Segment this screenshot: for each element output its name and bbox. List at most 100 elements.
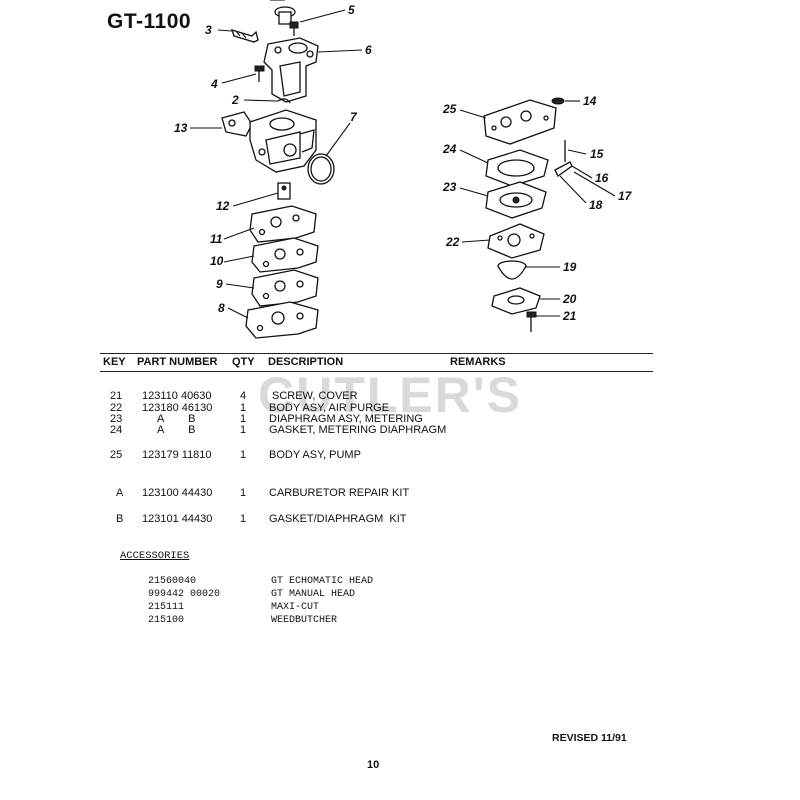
part-gasket-8 <box>245 301 319 339</box>
part-screw-15-16 <box>554 140 573 177</box>
header-qty: QTY <box>232 356 255 368</box>
row-part-number: 123100 44430 <box>142 487 213 499</box>
callout-7: 7 <box>350 110 358 124</box>
callout-20: 20 <box>562 292 577 306</box>
part-gasket-24 <box>485 149 549 187</box>
callout-2: 2 <box>231 93 239 107</box>
row-part-number: 123101 44430 <box>142 513 213 525</box>
part-body-6 <box>263 37 319 103</box>
accessory-part-number: 21560040 <box>148 576 197 587</box>
row-qty: 1 <box>240 449 247 461</box>
accessory-description: MAXI-CUT <box>271 602 320 613</box>
callout-9: 9 <box>216 277 223 291</box>
callout-11: 11 <box>210 232 223 246</box>
parts-table-header: KEY PART NUMBER QTY DESCRIPTION REMARKS <box>100 353 653 372</box>
part-oring-7 <box>307 153 335 185</box>
callout-10: 10 <box>210 254 224 268</box>
callout-17: 17 <box>618 189 633 203</box>
row-description: BODY ASY, AIR PURGE <box>269 402 390 414</box>
row-key: A <box>116 487 124 499</box>
header-description: DESCRIPTION <box>268 356 344 368</box>
header-part-number: PART NUMBER <box>137 356 218 368</box>
part-gasket-11 <box>249 205 317 243</box>
row-part-number: 123110 40630 <box>142 390 212 402</box>
part-pump-body-25 <box>483 99 557 145</box>
callout-19: 19 <box>563 260 577 274</box>
row-key: 25 <box>110 449 123 461</box>
part-screen-14 <box>551 97 565 105</box>
exploded-parts-diagram: 5 3 6 4 2 13 7 12 11 10 9 8 14 15 16 17 … <box>174 0 633 339</box>
part-screw-5 <box>289 21 299 36</box>
row-key: 22 <box>110 402 123 414</box>
callout-5: 5 <box>348 3 355 17</box>
table-row: B 123101 44430 1 GASKET/DIAPHRAGM KIT <box>0 513 800 526</box>
row-part-number: 123179 11810 <box>142 449 212 461</box>
callout-18: 18 <box>589 198 603 212</box>
part-valve-12 <box>277 182 291 200</box>
page-number: 10 <box>367 759 380 771</box>
model-title: GT-1100 <box>107 10 192 33</box>
callout-21: 21 <box>562 309 577 323</box>
part-carb-body-13 <box>221 109 317 173</box>
callout-4: 4 <box>210 77 218 91</box>
accessory-part-number: 215100 <box>148 615 185 626</box>
row-qty: 1 <box>240 513 247 525</box>
callout-25: 25 <box>442 102 457 116</box>
row-description: GASKET/DIAPHRAGM KIT <box>269 513 407 525</box>
row-part-number: A B <box>157 424 196 436</box>
callout-15: 15 <box>590 147 604 161</box>
row-part-number: 123180 46130 <box>142 402 213 414</box>
row-description: DIAPHRAGM ASY, METERING <box>269 413 423 425</box>
table-row: 24 A B 1 GASKET, METERING DIAPHRAGM <box>0 424 800 437</box>
watermark: CUTLER'S <box>258 367 522 423</box>
row-description: SCREW, COVER <box>272 390 358 402</box>
callout-3: 3 <box>205 23 212 37</box>
row-key: 21 <box>110 390 123 402</box>
part-clip-2 <box>277 98 291 104</box>
accessory-description: GT MANUAL HEAD <box>271 589 356 600</box>
header-key: KEY <box>103 356 126 368</box>
part-air-purge-body-22 <box>487 223 545 259</box>
row-qty: 1 <box>240 487 247 499</box>
row-qty: 4 <box>240 390 247 402</box>
row-description: BODY ASY, PUMP <box>269 449 361 461</box>
accessory-item: 999442 00020 GT MANUAL HEAD <box>0 589 800 601</box>
accessory-item: 215111 MAXI-CUT <box>0 602 800 614</box>
part-bulb-19 <box>497 260 527 280</box>
accessories-title: ACCESSORIES <box>120 550 190 562</box>
callout-8: 8 <box>218 301 225 315</box>
revision-note: REVISED 11/91 <box>552 732 627 744</box>
callout-16: 16 <box>595 171 609 185</box>
table-row: A 123100 44430 1 CARBURETOR REPAIR KIT <box>0 487 800 500</box>
accessory-item: 21560040 GT ECHOMATIC HEAD <box>0 576 800 588</box>
accessory-item: 215100 WEEDBUTCHER <box>0 615 800 627</box>
part-screw-top <box>270 0 296 25</box>
table-row: 25 123179 11810 1 BODY ASY, PUMP <box>0 449 800 462</box>
part-screw-3 <box>230 29 259 43</box>
row-qty: 1 <box>240 424 247 436</box>
row-description: CARBURETOR REPAIR KIT <box>269 487 410 499</box>
callout-24: 24 <box>442 142 457 156</box>
row-key: B <box>116 513 124 525</box>
accessory-description: GT ECHOMATIC HEAD <box>271 576 374 587</box>
part-gasket-9 <box>251 269 319 307</box>
accessory-description: WEEDBUTCHER <box>271 615 338 626</box>
part-screw-21 <box>526 311 537 332</box>
part-gasket-10 <box>251 237 319 273</box>
table-row: 21 123110 40630 4 SCREW, COVER <box>0 390 800 403</box>
accessory-part-number: 999442 00020 <box>148 589 221 600</box>
table-row: 23 A B 1 DIAPHRAGM ASY, METERING <box>0 413 800 426</box>
callout-14: 14 <box>583 94 597 108</box>
row-description: GASKET, METERING DIAPHRAGM <box>269 424 447 436</box>
row-qty: 1 <box>240 413 247 425</box>
part-diaphragm-23 <box>485 181 547 219</box>
row-key: 23 <box>110 413 123 425</box>
callout-12: 12 <box>216 199 230 213</box>
part-screw-4 <box>254 65 265 82</box>
callout-13: 13 <box>174 121 188 135</box>
leader-lines <box>190 9 616 319</box>
callout-23: 23 <box>442 180 457 194</box>
part-cover-20 <box>491 287 541 315</box>
header-remarks: REMARKS <box>450 356 506 368</box>
row-qty: 1 <box>240 402 247 414</box>
